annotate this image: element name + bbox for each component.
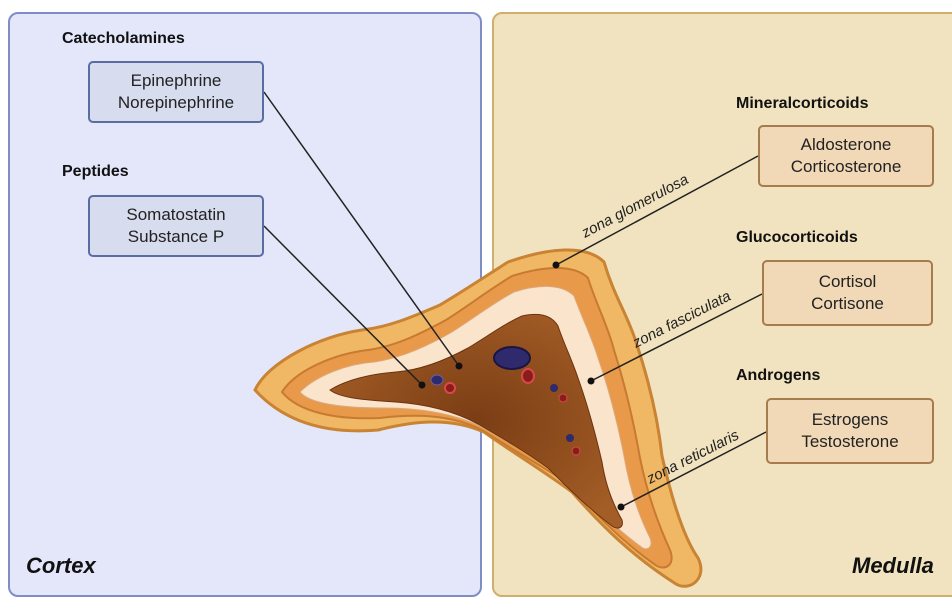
vessel-red-3 (559, 394, 567, 402)
item-estrogens: Estrogens (812, 409, 889, 431)
item-cortisone: Cortisone (811, 293, 884, 315)
zone-label-glomerulosa: zona glomerulosa (578, 171, 691, 242)
vessel-blue-2 (550, 384, 558, 392)
heading-androgens: Androgens (736, 367, 820, 385)
vessel-red-1 (522, 369, 534, 383)
zone-label-fasciculata: zona fasciculata (629, 288, 733, 352)
heading-glucocorticoids: Glucocorticoids (736, 229, 858, 247)
leader-glomerulosa (556, 156, 758, 265)
peptides-box: Somatostatin Substance P (88, 195, 264, 257)
leader-dot-fasciculata (588, 378, 595, 385)
item-cortisol: Cortisol (819, 271, 877, 293)
heading-catecholamines: Catecholamines (62, 30, 185, 48)
glucocorticoids-box: Cortisol Cortisone (762, 260, 933, 326)
vessel-blue-3 (566, 434, 574, 442)
leader-dot-catecholamines (456, 363, 463, 370)
item-testosterone: Testosterone (801, 431, 898, 453)
region-label-cortex: Cortex (26, 553, 96, 579)
item-norepinephrine: Norepinephrine (118, 92, 234, 114)
heading-peptides: Peptides (62, 163, 129, 181)
item-corticosterone: Corticosterone (791, 156, 902, 178)
item-aldosterone: Aldosterone (801, 134, 892, 156)
heading-mineralcorticoids: Mineralcorticoids (736, 95, 868, 113)
catecholamines-box: Epinephrine Norepinephrine (88, 61, 264, 123)
leader-dot-peptides (419, 382, 426, 389)
androgens-box: Estrogens Testosterone (766, 398, 934, 464)
vessel-blue-1 (431, 375, 443, 385)
vessel-red-4 (572, 447, 580, 455)
central-vein (494, 347, 530, 369)
leader-dot-reticularis (618, 504, 625, 511)
item-substance-p: Substance P (128, 226, 224, 248)
vessel-red-2 (445, 383, 455, 393)
item-epinephrine: Epinephrine (131, 70, 222, 92)
leader-dot-glomerulosa (553, 262, 560, 269)
mineralcorticoids-box: Aldosterone Corticosterone (758, 125, 934, 187)
item-somatostatin: Somatostatin (126, 204, 225, 226)
region-label-medulla: Medulla (852, 553, 934, 579)
